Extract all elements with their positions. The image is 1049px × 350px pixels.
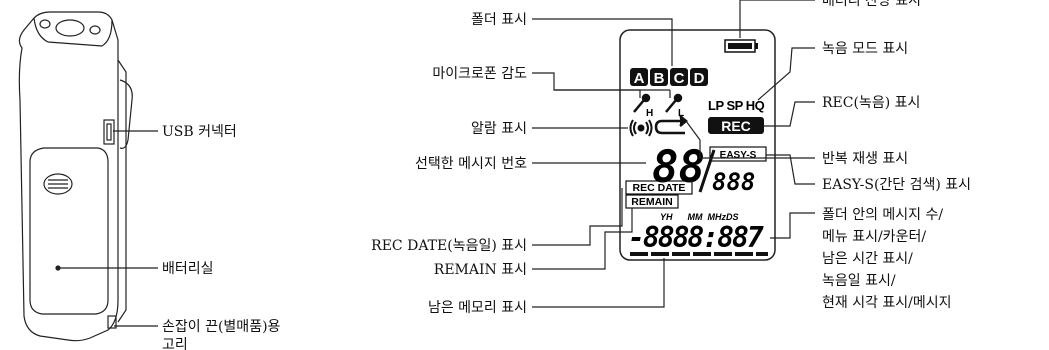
easy-search-label: EASY-S(간단 검색) 표시 [822, 177, 971, 193]
time-unit-labels: YH MM MHzDS [660, 212, 739, 222]
strap-hook-label-line1: 손잡이 끈(별매품)용 [162, 319, 281, 335]
folder-a: A [634, 70, 645, 87]
alarm-indicator-label: 알람 표시 [471, 121, 527, 137]
rec-date-label: REC DATE(녹음일) 표시 [371, 238, 527, 254]
mic-low-sub: L [678, 108, 684, 119]
memory-bar [630, 252, 768, 256]
rec-badge: REC [721, 118, 751, 134]
recorder-device [18, 11, 133, 342]
strap-hook-label-line2: 고리 [162, 337, 188, 350]
folder-indicators: A B C D [630, 68, 708, 87]
repeat-play-label: 반복 재생 표시 [822, 151, 908, 167]
usb-connector-label: USB 커넥터 [162, 124, 237, 140]
remain-indicator: REMAIN [631, 196, 672, 208]
multi-display-label-line4: 녹음일 표시/ [822, 273, 896, 289]
easy-s-indicator: EASY-S [720, 150, 757, 161]
counter-digits: -8888:887 [628, 221, 764, 254]
device-leader-lines [58, 130, 158, 327]
slash-divider [698, 149, 716, 193]
rec-label: REC(녹음) 표시 [822, 95, 920, 111]
mic-low-icon [665, 93, 683, 113]
selected-message-label: 선택한 메시지 번호 [415, 156, 527, 172]
folder-indicator-label: 폴더 표시 [471, 12, 527, 28]
folder-b: B [654, 70, 665, 87]
mic-high-sub: H [646, 108, 653, 119]
battery-icon [724, 39, 758, 53]
battery-level-label: 배터리 잔량 표시 [822, 0, 921, 9]
multi-display-label-line3: 남은 시간 표시/ [822, 251, 913, 267]
selected-message-digits: 88 [652, 142, 705, 193]
lcd-right-leader-lines [685, 0, 815, 239]
lcd-panel: A B C D H L LP SP HQ REC [619, 29, 776, 261]
message-count-digits: 888 [712, 168, 755, 196]
folder-c: C [674, 70, 685, 87]
battery-compartment-label: 배터리실 [162, 261, 214, 277]
multi-display-label-line5: 현재 시각 표시/메시지 [822, 295, 952, 311]
mic-high-icon [633, 93, 651, 113]
multi-display-label-line2: 메뉴 표시/카운터/ [822, 229, 926, 245]
repeat-icon [654, 115, 688, 135]
folder-d: D [694, 70, 705, 87]
rec-mode-indicator: LP SP HQ [708, 98, 765, 113]
remaining-memory-label: 남은 메모리 표시 [428, 300, 527, 316]
alarm-icon [629, 119, 653, 137]
mic-sensitivity-label: 마이크로폰 감도 [432, 66, 527, 82]
rec-date-indicator: REC DATE [633, 182, 686, 194]
rec-mode-label: 녹음 모드 표시 [822, 41, 908, 57]
remain-label: REMAIN 표시 [434, 262, 527, 278]
multi-display-label-line1: 폴더 안의 메시지 수/ [822, 207, 943, 223]
lcd-left-leader-lines [532, 18, 673, 308]
